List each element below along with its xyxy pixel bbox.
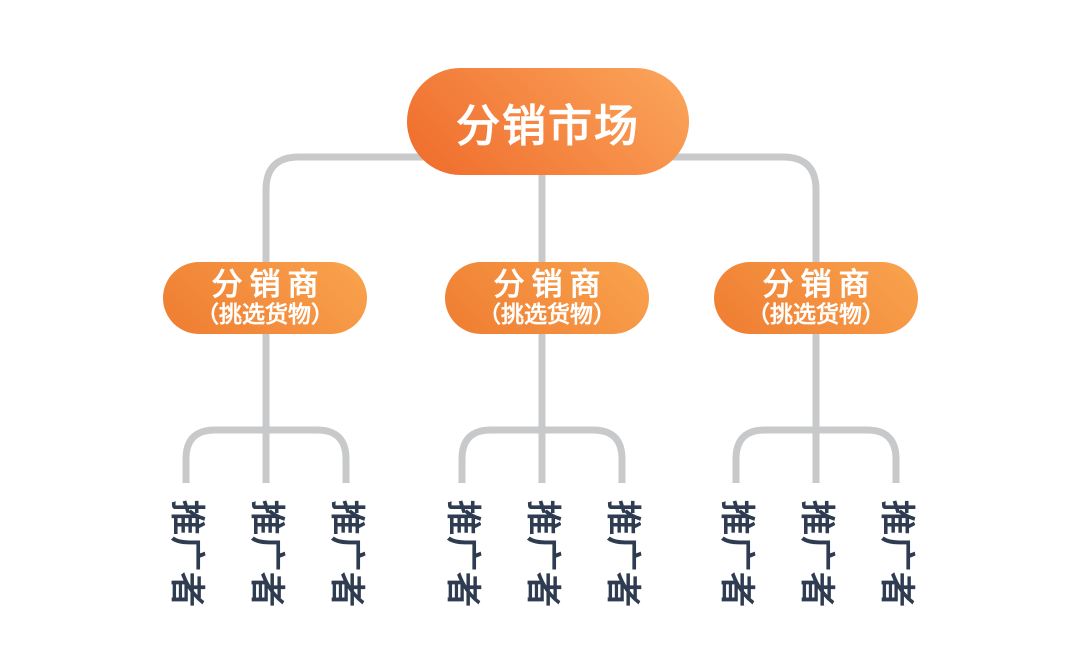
distributor-node-2: 分销商 （挑选货物） [445,262,649,334]
distributor-2-label: 分销商 [493,266,608,303]
connector-group1-bracket [182,426,350,483]
connector-group2-bracket [458,426,626,483]
distributor-1-label: 分销商 [211,266,326,303]
distributor-1-sublabel: （挑选货物） [196,302,334,329]
distributor-3-label: 分销商 [762,266,877,303]
connector-group3-bracket [732,426,900,483]
root-node-label: 分销市场 [456,100,640,152]
promoter-label-7: 推广者 [716,499,756,608]
promoter-label-4: 推广者 [442,499,482,608]
distributor-3-sublabel: （挑选货物） [747,302,885,329]
distributor-2-sublabel: （挑选货物） [478,302,616,329]
promoter-label-1: 推广者 [166,499,206,608]
root-node: 分销市场 [407,68,689,175]
promoter-label-2: 推广者 [246,499,286,608]
promoter-label-3: 推广者 [326,499,366,608]
distributor-node-1: 分销商 （挑选货物） [163,262,367,334]
promoter-label-8: 推广者 [796,499,836,608]
distributor-node-3: 分销商 （挑选货物） [714,262,918,334]
promoter-label-6: 推广者 [602,499,642,608]
promoter-label-9: 推广者 [876,499,916,608]
promoter-label-5: 推广者 [522,499,562,608]
